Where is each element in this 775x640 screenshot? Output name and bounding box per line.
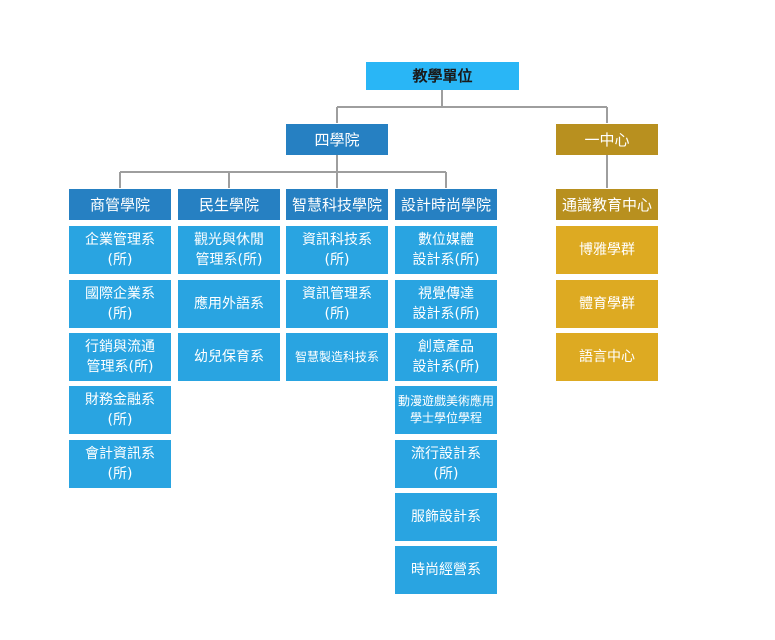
department-box: 行銷與流通 管理系(所): [69, 333, 171, 381]
department-box: 資訊科技系 (所): [286, 226, 388, 274]
college-business: 商管學院: [69, 189, 171, 220]
department-box: 數位媒體 設計系(所): [395, 226, 497, 274]
center-unit-box: 博雅學群: [556, 226, 658, 274]
root-node: 教學單位: [366, 62, 519, 90]
department-box: 創意產品 設計系(所): [395, 333, 497, 381]
department-box: 幼兒保育系: [178, 333, 280, 381]
center-unit-box: 體育學群: [556, 280, 658, 328]
department-box: 智慧製造科技系: [286, 333, 388, 381]
department-box: 國際企業系 (所): [69, 280, 171, 328]
college-smart-tech: 智慧科技學院: [286, 189, 388, 220]
department-box: 視覺傳達 設計系(所): [395, 280, 497, 328]
four-colleges-node: 四學院: [286, 124, 388, 155]
one-center-node: 一中心: [556, 124, 658, 155]
department-box: 財務金融系 (所): [69, 386, 171, 434]
college-livelihood: 民生學院: [178, 189, 280, 220]
department-box: 時尚經營系: [395, 546, 497, 594]
department-box: 資訊管理系 (所): [286, 280, 388, 328]
department-box: 動漫遊戲美術應用 學士學位學程: [395, 386, 497, 434]
department-box: 應用外語系: [178, 280, 280, 328]
center-unit-box: 語言中心: [556, 333, 658, 381]
college-design-fashion: 設計時尚學院: [395, 189, 497, 220]
department-box: 企業管理系 (所): [69, 226, 171, 274]
center-general-education: 通識教育中心: [556, 189, 658, 220]
department-box: 會計資訊系 (所): [69, 440, 171, 488]
department-box: 流行設計系 (所): [395, 440, 497, 488]
department-box: 服飾設計系: [395, 493, 497, 541]
department-box: 觀光與休閒 管理系(所): [178, 226, 280, 274]
